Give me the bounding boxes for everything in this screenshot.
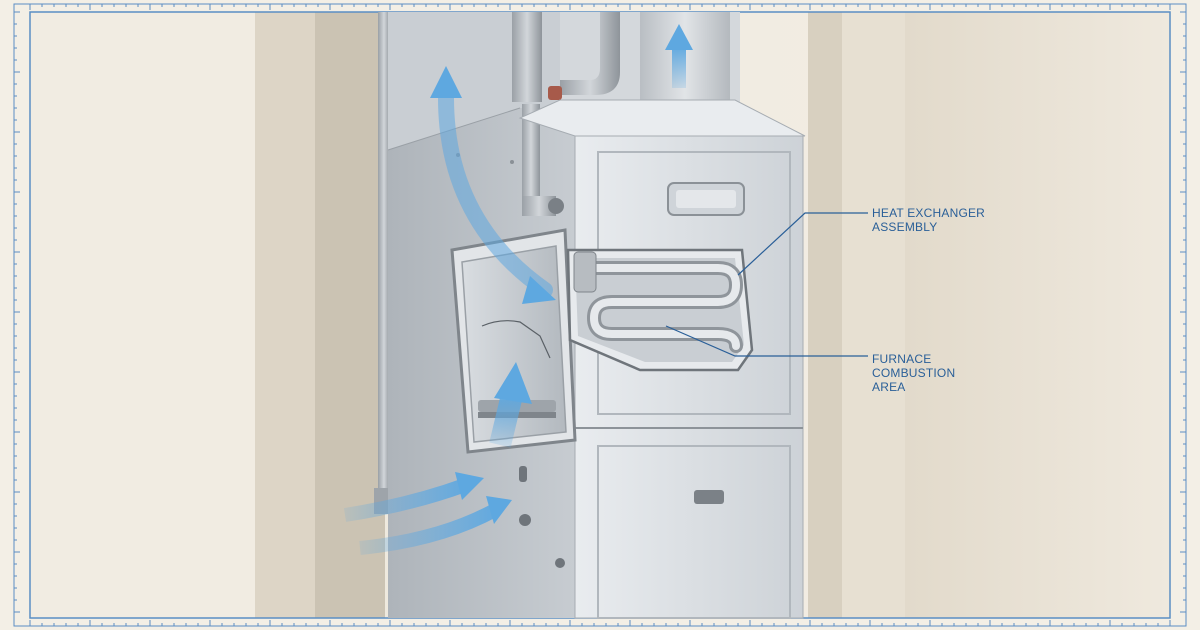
airflow-arrows bbox=[343, 24, 693, 555]
arrow-up-icon bbox=[437, 87, 553, 298]
heat-exchanger-cutaway bbox=[566, 248, 754, 372]
arrow-up-icon bbox=[343, 478, 468, 522]
leader-heat-exchanger bbox=[737, 212, 868, 276]
flue-pipe bbox=[512, 12, 620, 216]
arrow-up-icon bbox=[672, 48, 686, 88]
heat-exchanger-label: HEAT EXCHANGER ASSEMBLY bbox=[872, 206, 986, 234]
leader-combustion-area bbox=[665, 325, 868, 357]
arrow-up-icon bbox=[430, 66, 462, 98]
arrow-up-icon bbox=[489, 392, 523, 448]
combustion-area-label: FURNACE COMBUSTION AREA bbox=[872, 352, 956, 394]
arrow-up-icon bbox=[359, 503, 499, 555]
furnace-cabinet bbox=[456, 99, 806, 619]
callout-leaders bbox=[665, 212, 868, 357]
ruler-ticks bbox=[14, 4, 1186, 626]
